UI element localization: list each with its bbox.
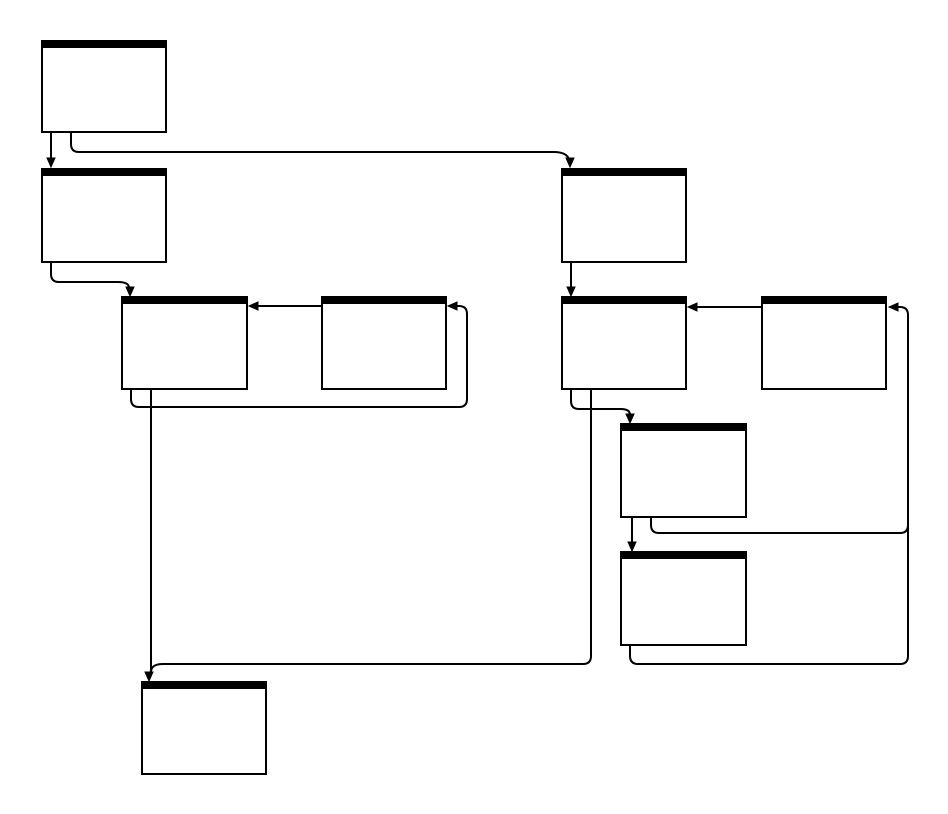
edge-6-arrowhead-icon [144,671,154,683]
node-4 [321,296,447,390]
edge-6 [144,390,154,683]
node-9-body [620,551,747,646]
edge-2-line [70,133,571,161]
edge-3 [50,263,135,298]
node-1-title-bar [41,40,167,48]
edge-10-line [149,390,592,676]
node-1-body [41,40,167,133]
edge-2 [70,133,575,169]
node-2 [41,168,167,263]
edge-1-arrowhead-icon [46,157,56,169]
node-5-body [561,168,687,263]
node-10-body [141,681,267,775]
edge-7-arrowhead-icon [566,286,576,298]
node-6 [561,296,687,390]
node-4-body [321,296,447,390]
edge-3-line [50,263,131,289]
node-8-title-bar [620,423,747,431]
node-2-body [41,168,167,263]
edge-11 [627,518,637,553]
node-6-title-bar [561,296,687,304]
node-2-title-bar [41,168,167,176]
edge-9 [570,390,635,425]
edge-11-arrowhead-icon [627,541,637,553]
node-1 [41,40,167,133]
edge-5-arrowhead-icon [446,301,458,311]
node-3 [121,296,248,390]
edge-13 [629,302,909,665]
node-4-title-bar [321,296,447,304]
edge-9-arrowhead-icon [625,413,635,425]
node-3-body [121,296,248,390]
node-6-body [561,296,687,390]
edge-1 [46,133,56,169]
node-7-title-bar [761,296,887,304]
edge-4 [247,301,321,311]
edge-8 [686,302,761,312]
edge-8-arrowhead-icon [686,302,698,312]
edge-5-line [130,305,468,408]
edge-6-line [149,390,152,678]
node-10 [141,681,267,775]
node-7-body [761,296,887,390]
edge-2-arrowhead-icon [565,157,575,169]
node-9 [620,551,747,646]
node-7 [761,296,887,390]
edge-10 [149,390,592,676]
edge-12 [650,518,909,534]
node-3-title-bar [121,296,248,304]
node-8 [620,423,747,518]
edge-4-arrowhead-icon [247,301,259,311]
node-5 [561,168,687,263]
edge-9-line [570,390,631,416]
node-9-title-bar [620,551,747,559]
edge-7 [566,263,576,298]
node-5-title-bar [561,168,687,176]
node-8-body [620,423,747,518]
edge-5 [130,301,468,408]
edge-13-line [629,306,909,665]
edge-13-arrowhead-icon [887,302,899,312]
edge-3-arrowhead-icon [125,286,135,298]
node-10-title-bar [141,681,267,689]
edge-12-line [650,518,909,534]
